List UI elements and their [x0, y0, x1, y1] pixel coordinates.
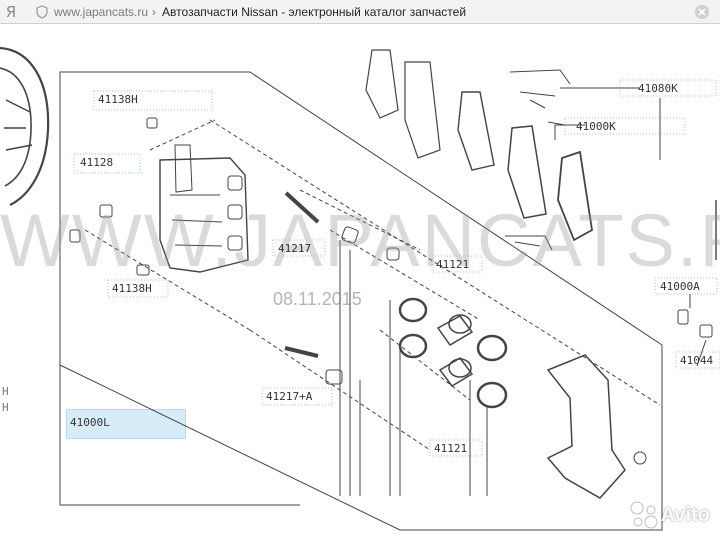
parts-diagram [0, 46, 720, 531]
yandex-logo-icon[interactable]: Я [5, 2, 17, 21]
url-separator: › [152, 4, 157, 19]
page-title: Автозапчасти Nissan - электронный катало… [162, 4, 467, 19]
watermark-text: WWW.JAPANCATS.RU [0, 199, 720, 282]
callout-left-h2[interactable]: H [2, 401, 9, 414]
url-text[interactable]: www.japancats.ru [54, 4, 149, 19]
shield-icon [36, 4, 48, 19]
selected-part-highlight [66, 409, 186, 439]
callout-41217a[interactable]: 41217+A [266, 390, 313, 403]
callout-41138h-bottom[interactable]: 41138H [112, 282, 152, 295]
callout-41080k[interactable]: 41080K [638, 82, 678, 95]
callout-41000k[interactable]: 41000K [576, 120, 616, 133]
close-icon[interactable] [694, 4, 710, 20]
browser-address-bar: Я www.japancats.ru › Автозапчасти Nissan… [0, 0, 720, 24]
callout-41000l[interactable]: 41000L [70, 416, 110, 429]
callout-41044[interactable]: 41044 [680, 354, 714, 367]
callout-41000a[interactable]: 41000A [660, 280, 700, 293]
callout-41121-top[interactable]: 41121 [436, 258, 470, 271]
callout-41138h-top[interactable]: 41138H [98, 93, 138, 106]
avito-logo-icon [630, 501, 658, 529]
avito-badge: Avito [627, 500, 710, 530]
watermark-date: 08.11.2015 [273, 289, 362, 309]
avito-label: Avito [660, 503, 710, 526]
callout-left-h1[interactable]: H [2, 385, 9, 398]
callout-41217[interactable]: 41217 [278, 242, 312, 255]
callout-41121-bottom[interactable]: 41121 [434, 442, 468, 455]
callout-41128[interactable]: 41128 [80, 156, 114, 169]
